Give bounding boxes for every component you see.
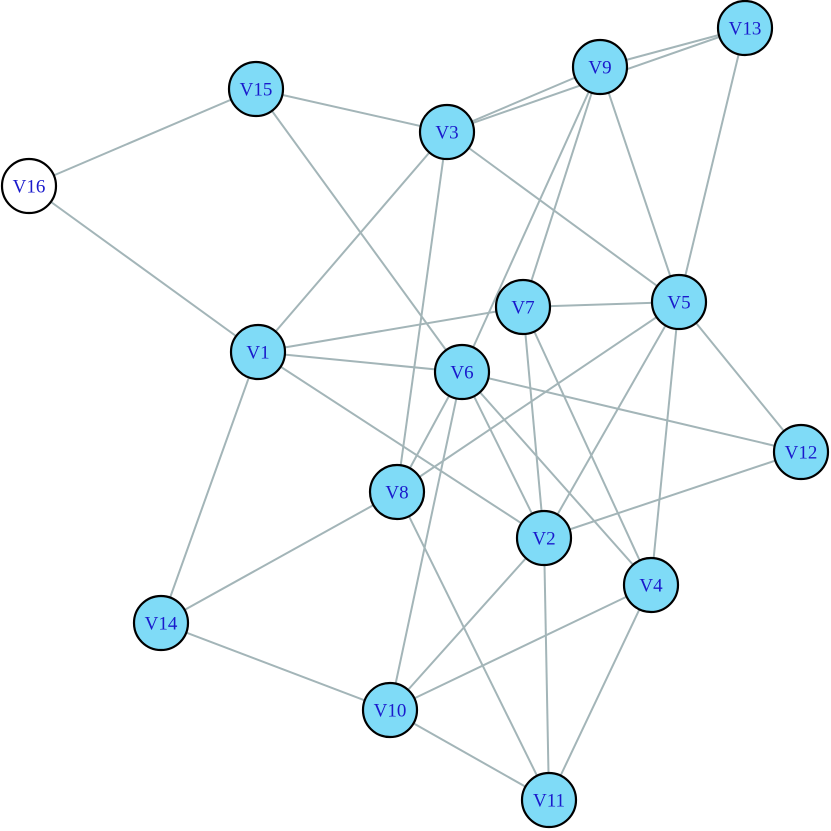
node-v13: V13	[716, 0, 774, 57]
node-v12: V12	[772, 423, 830, 481]
node-label-v4: V4	[639, 576, 663, 597]
node-v4: V4	[622, 556, 680, 614]
edge-v16-v15	[28, 88, 257, 187]
node-v8: V8	[368, 463, 426, 521]
edge-v6-v12	[461, 371, 802, 453]
edge-v5-v4	[650, 301, 680, 586]
edge-v3-v8	[396, 131, 448, 493]
node-circle-v3	[418, 103, 476, 161]
node-label-v3: V3	[435, 123, 458, 144]
node-v3: V3	[418, 103, 476, 161]
edge-v7-v4	[522, 306, 652, 586]
node-label-v9: V9	[588, 58, 611, 79]
node-circle-v4	[622, 556, 680, 614]
node-circle-v10	[361, 681, 419, 739]
edge-v1-v2	[257, 351, 545, 539]
node-circle-v12	[772, 423, 830, 481]
edge-v8-v14	[160, 491, 398, 624]
node-v6: V6	[433, 343, 491, 401]
edge-v6-v10	[389, 371, 463, 711]
node-label-v5: V5	[667, 293, 690, 314]
node-v10: V10	[361, 681, 419, 739]
node-circle-v5	[650, 273, 708, 331]
node-v16: V16	[0, 157, 58, 215]
node-v11: V11	[520, 771, 578, 829]
node-circle-v7	[494, 278, 552, 336]
node-circle-v8	[368, 463, 426, 521]
edge-v5-v12	[678, 301, 802, 453]
edge-v4-v10	[389, 584, 652, 711]
node-label-v6: V6	[450, 363, 473, 384]
node-label-v14: V14	[145, 614, 178, 635]
graph-edges	[28, 27, 802, 801]
edge-v7-v2	[522, 306, 545, 539]
node-v2: V2	[515, 509, 573, 567]
node-label-v10: V10	[374, 701, 407, 722]
edge-v16-v1	[28, 185, 259, 353]
node-label-v16: V16	[13, 177, 46, 198]
node-circle-v11	[520, 771, 578, 829]
node-circle-v2	[515, 509, 573, 567]
edge-v2-v10	[389, 537, 545, 711]
node-v5: V5	[650, 273, 708, 331]
edge-v3-v5	[446, 131, 680, 303]
edge-v1-v7	[257, 306, 524, 353]
edge-v10-v11	[389, 709, 550, 801]
edge-v6-v4	[461, 371, 652, 586]
edge-v2-v11	[543, 537, 550, 801]
edge-v14-v10	[160, 622, 391, 711]
edge-v15-v6	[255, 88, 463, 373]
node-circle-v15	[227, 60, 285, 118]
node-circle-v13	[716, 0, 774, 57]
edge-v13-v5	[678, 27, 746, 303]
node-v9: V9	[571, 38, 629, 96]
edge-v12-v2	[543, 451, 802, 539]
node-v7: V7	[494, 278, 552, 336]
node-label-v2: V2	[532, 529, 555, 550]
node-v15: V15	[227, 60, 285, 118]
node-label-v1: V1	[246, 343, 269, 364]
edge-v1-v14	[160, 351, 259, 624]
edge-v15-v3	[255, 88, 448, 133]
edge-v6-v2	[461, 371, 545, 539]
node-label-v7: V7	[511, 298, 534, 319]
edge-v1-v6	[257, 351, 463, 373]
node-circle-v6	[433, 343, 491, 401]
node-v14: V14	[132, 594, 190, 652]
edge-v8-v11	[396, 491, 550, 801]
node-label-v15: V15	[240, 80, 273, 101]
node-circle-v1	[229, 323, 287, 381]
node-label-v13: V13	[729, 19, 762, 40]
edge-v5-v2	[543, 301, 680, 539]
edge-v9-v5	[599, 66, 680, 303]
node-circle-v16	[0, 157, 58, 215]
node-circle-v14	[132, 594, 190, 652]
node-v1: V1	[229, 323, 287, 381]
edge-v4-v11	[548, 584, 652, 801]
node-label-v8: V8	[385, 483, 408, 504]
edge-v9-v6	[461, 66, 601, 373]
edge-v9-v7	[522, 66, 601, 308]
node-label-v11: V11	[533, 791, 565, 812]
edge-v3-v1	[257, 131, 448, 353]
node-label-v12: V12	[785, 443, 818, 464]
node-circle-v9	[571, 38, 629, 96]
